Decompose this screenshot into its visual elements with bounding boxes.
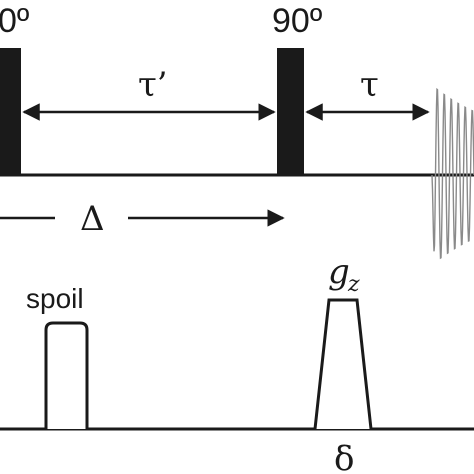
gz-label: g [328, 252, 350, 292]
rf-pulse-2 [277, 48, 304, 175]
tau-prime-label: τ’ [138, 65, 168, 105]
gz-subscript: z [347, 272, 360, 297]
delta-big-label: Δ [80, 199, 105, 239]
tau-label: τ [360, 65, 379, 105]
pulse-1-label: 0º [0, 2, 29, 40]
spoil-label: spoil [26, 283, 84, 314]
spoil-gradient [44, 321, 89, 429]
delta-small-label: δ [334, 439, 354, 474]
pulse-2-label: 90º [272, 2, 322, 40]
gz-gradient [313, 298, 373, 430]
rf-pulse-1 [0, 48, 21, 175]
fid-signal [431, 87, 474, 260]
